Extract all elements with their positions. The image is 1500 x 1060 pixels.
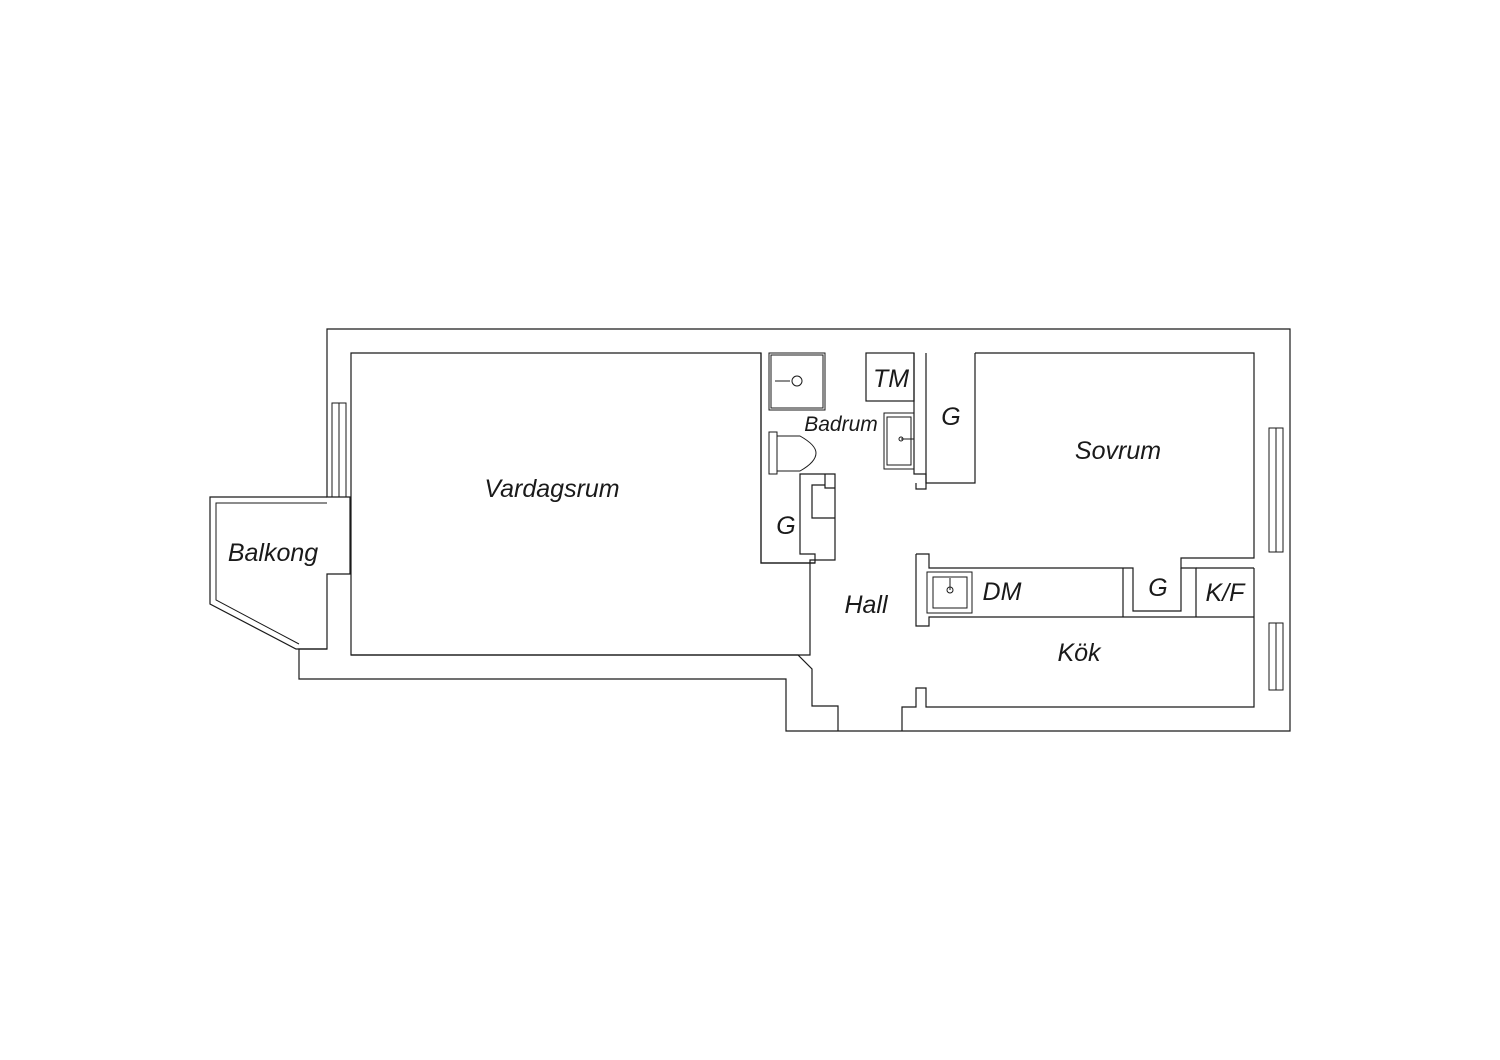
bathroom-wall <box>760 353 815 564</box>
bathroom-right-wall <box>913 353 927 490</box>
shower-icon <box>768 352 826 411</box>
label-vardagsrum: Vardagsrum <box>484 475 619 503</box>
kitchen-sink-icon <box>926 571 973 614</box>
window-bedroom <box>1268 427 1284 553</box>
label-g-bedroom: G <box>941 403 960 431</box>
toilet-icon <box>768 431 817 475</box>
label-g-kitchen: G <box>1148 574 1167 602</box>
window-left <box>331 402 347 498</box>
window-kitchen <box>1268 622 1284 691</box>
label-g-hall: G <box>776 512 795 540</box>
living-room-wall <box>350 352 836 656</box>
kitchen-counter-front <box>915 554 1254 627</box>
label-hall: Hall <box>844 591 889 619</box>
label-dm: DM <box>983 578 1022 606</box>
tm-cabinet <box>865 352 915 402</box>
bathroom-sink-icon <box>883 412 915 470</box>
label-badrum: Badrum <box>804 413 878 436</box>
label-balkong: Balkong <box>228 539 318 567</box>
label-kok: Kök <box>1057 639 1102 667</box>
kitchen-counter-wall <box>916 553 1182 612</box>
label-tm: TM <box>873 365 909 393</box>
hall-wall-lower <box>351 654 839 731</box>
balcony <box>209 496 327 650</box>
kitchen-lower-wall <box>901 568 1255 731</box>
label-sovrum: Sovrum <box>1075 437 1161 465</box>
label-kf: K/F <box>1206 579 1247 607</box>
bedroom-wall-lower <box>925 353 976 484</box>
